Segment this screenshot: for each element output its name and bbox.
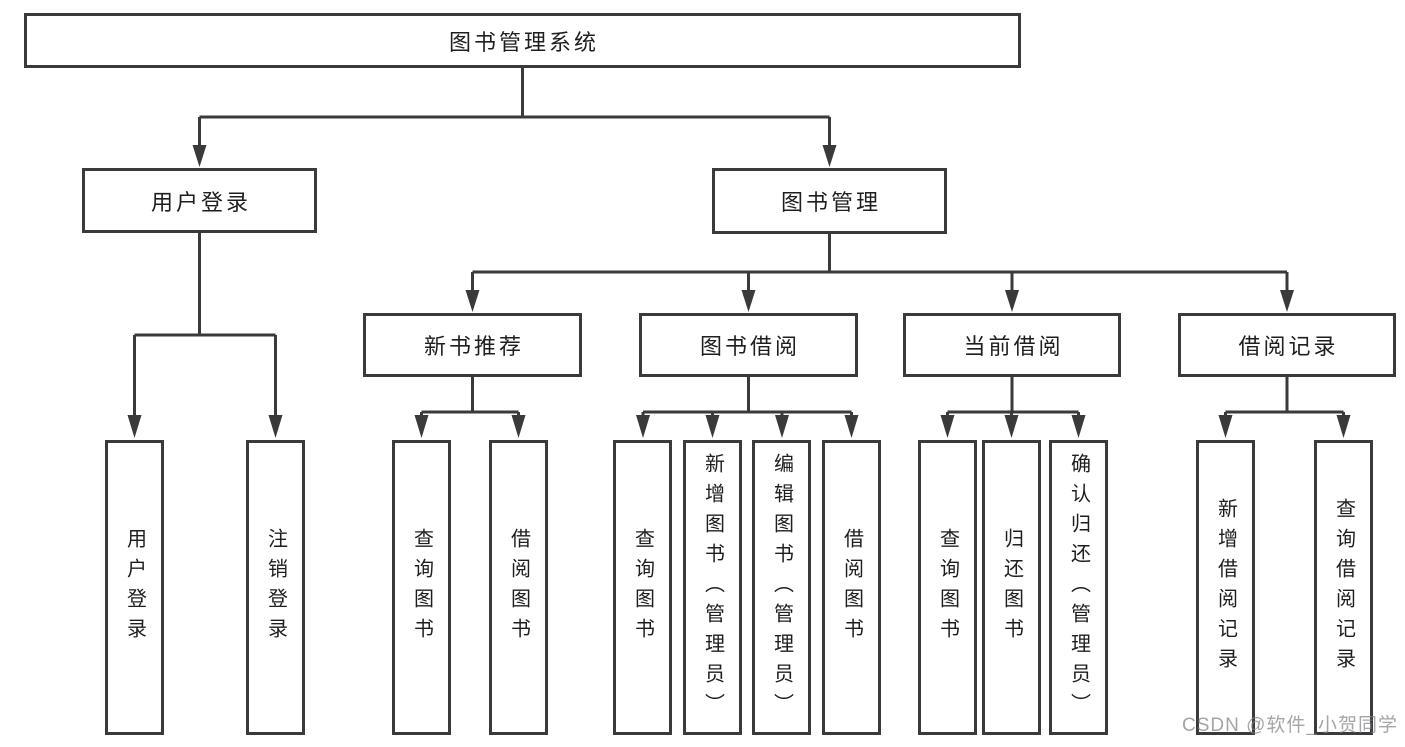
node-new-book-recommendation: 新书推荐 [363, 313, 582, 377]
leaf-add-borrow-record: 新增借阅记录 [1196, 440, 1255, 735]
arrowheads [127, 145, 1351, 438]
leaf-query-borrow-record: 查询借阅记录 [1314, 440, 1373, 735]
node-label: 编辑图书（管理员） [770, 452, 793, 723]
node-label: 新增借阅记录 [1214, 497, 1237, 678]
node-label: 新书推荐 [423, 334, 524, 359]
node-label: 图书借阅 [699, 334, 800, 359]
leaf-confirm-return-admin: 确认归还（管理员） [1049, 440, 1108, 735]
leaf-borrow-books: 借阅图书 [822, 440, 881, 735]
node-label: 借阅图书 [840, 527, 863, 648]
node-book-borrowing: 图书借阅 [639, 313, 858, 377]
node-label: 当前借阅 [963, 334, 1064, 359]
connector-paths [133, 68, 1345, 417]
leaf-return-books: 归还图书 [982, 440, 1041, 735]
node-label: 图书管理系统 [448, 29, 599, 55]
node-label: 用户登录 [150, 189, 251, 215]
node-label: 用户登录 [123, 527, 146, 648]
node-label: 查询图书 [631, 527, 654, 648]
node-borrowing-records: 借阅记录 [1178, 313, 1396, 377]
leaf-user-login: 用户登录 [105, 440, 164, 735]
node-label: 归还图书 [1000, 527, 1023, 648]
leaf-logout-login: 注销登录 [246, 440, 305, 735]
leaf-query-books-current: 查询图书 [918, 440, 977, 735]
node-user-login: 用户登录 [82, 168, 317, 233]
node-label: 图书管理 [780, 190, 881, 215]
node-label: 借阅记录 [1238, 334, 1339, 359]
node-label: 查询图书 [936, 527, 959, 648]
node-label: 新增图书（管理员） [701, 452, 724, 723]
node-library-management-system: 图书管理系统 [24, 13, 1021, 68]
node-label: 查询图书 [410, 527, 433, 648]
leaf-edit-books-admin: 编辑图书（管理员） [752, 440, 811, 735]
node-current-borrowing: 当前借阅 [903, 313, 1121, 377]
node-label: 借阅图书 [507, 527, 530, 648]
leaf-add-books-admin: 新增图书（管理员） [683, 440, 742, 735]
node-label: 确认归还（管理员） [1067, 452, 1090, 723]
node-book-management: 图书管理 [712, 168, 947, 234]
node-label: 注销登录 [264, 527, 287, 648]
leaf-query-books-recommend: 查询图书 [392, 440, 451, 735]
leaf-borrow-books-recommend: 借阅图书 [489, 440, 548, 735]
leaf-query-books-borrowing: 查询图书 [613, 440, 672, 735]
node-label: 查询借阅记录 [1332, 497, 1355, 678]
